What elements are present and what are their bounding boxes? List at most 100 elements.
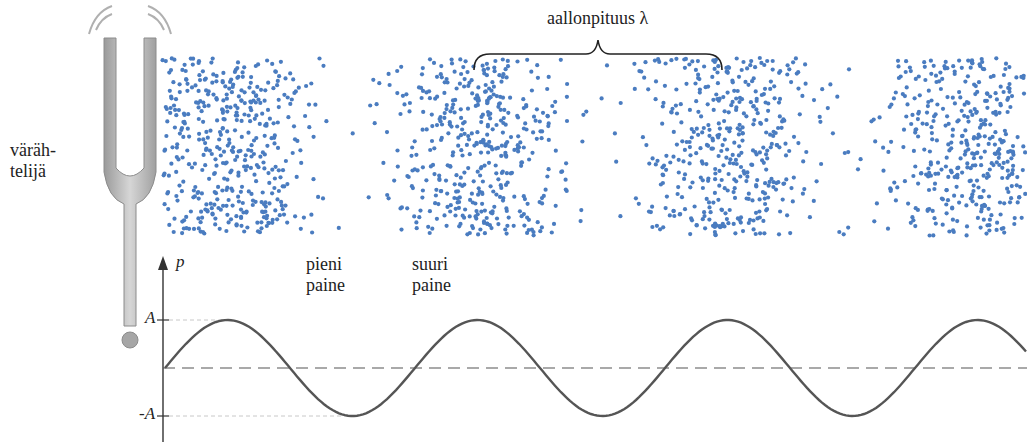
particle [704, 162, 708, 166]
particle [945, 114, 949, 118]
particle [416, 168, 420, 172]
particle [177, 184, 181, 188]
particle [965, 233, 969, 237]
particle [764, 208, 768, 212]
particle [547, 121, 551, 125]
particle [901, 145, 905, 149]
particle [768, 133, 772, 137]
particle [518, 209, 522, 213]
particle [670, 107, 674, 111]
particle [239, 99, 243, 103]
particle [909, 122, 913, 126]
particle [732, 141, 736, 145]
particle [172, 217, 176, 221]
particle [171, 80, 175, 84]
particle [399, 65, 403, 69]
particle [741, 131, 745, 135]
particle [321, 196, 325, 200]
particle [681, 159, 685, 163]
particle [933, 182, 937, 186]
particle [273, 176, 277, 180]
particle [1008, 105, 1012, 109]
particle [769, 145, 773, 149]
particle [835, 95, 839, 99]
particle [254, 64, 258, 68]
particle [702, 64, 706, 68]
particle [229, 168, 233, 172]
particle [196, 190, 200, 194]
particle [268, 117, 272, 121]
particle [889, 140, 893, 144]
particle [716, 81, 720, 85]
particle [993, 143, 997, 147]
particle [492, 85, 496, 89]
particle [450, 106, 454, 110]
particle [241, 70, 245, 74]
particle [1006, 160, 1010, 164]
particle [450, 58, 454, 62]
particle [1010, 94, 1014, 98]
particle [261, 190, 265, 194]
particle [926, 174, 930, 178]
particle [247, 86, 251, 90]
particle [728, 208, 732, 212]
particle [661, 104, 665, 108]
particle [637, 202, 641, 206]
particle [234, 68, 238, 72]
particle [213, 171, 217, 175]
particle [801, 192, 805, 196]
particle [430, 113, 434, 117]
particle [710, 75, 714, 79]
particle [230, 189, 234, 193]
particle [277, 74, 281, 78]
particle [993, 130, 997, 134]
particle [1005, 176, 1009, 180]
particle [163, 148, 167, 152]
particle [293, 214, 297, 218]
particle [961, 134, 965, 138]
particle [251, 199, 255, 203]
particle [486, 67, 490, 71]
particle [565, 82, 569, 86]
particle [435, 123, 439, 127]
particle [489, 184, 493, 188]
particle [169, 68, 173, 72]
particle [215, 197, 219, 201]
particle [674, 104, 678, 108]
particle [283, 76, 287, 80]
particle [475, 130, 479, 134]
particle [976, 216, 980, 220]
particle [281, 207, 285, 211]
particle [798, 112, 802, 116]
particle [490, 211, 494, 215]
particle [434, 188, 438, 192]
particle [209, 61, 213, 65]
particle [701, 162, 705, 166]
particle [669, 58, 673, 62]
particle [976, 136, 980, 140]
particle [420, 96, 424, 100]
particle [970, 195, 974, 199]
particle [197, 89, 201, 93]
particle [803, 62, 807, 66]
particle [210, 206, 214, 210]
particle [462, 84, 466, 88]
particle [419, 86, 423, 90]
particle [763, 191, 767, 195]
particle [727, 129, 731, 133]
particle [203, 163, 207, 167]
particle [236, 174, 240, 178]
particle [936, 161, 940, 165]
particle [264, 216, 268, 220]
particle [483, 90, 487, 94]
particle [777, 232, 781, 236]
particle [266, 108, 270, 112]
particle [200, 216, 204, 220]
particle [1018, 185, 1022, 189]
particle [690, 59, 694, 63]
particle [765, 156, 769, 160]
particle [242, 65, 246, 69]
particle [929, 72, 933, 76]
particle [505, 224, 509, 228]
particle [212, 203, 216, 207]
